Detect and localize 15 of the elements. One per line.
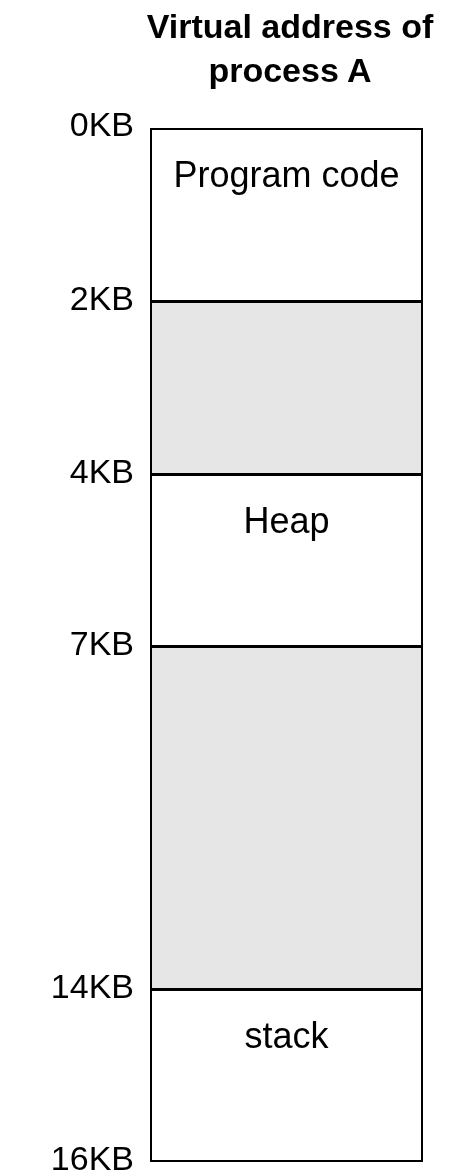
address-label: 7KB bbox=[69, 623, 134, 663]
address-label: 2KB bbox=[69, 278, 134, 318]
segment-label: Program code bbox=[173, 153, 400, 197]
address-label: 4KB bbox=[69, 451, 134, 491]
segment-label: stack bbox=[244, 1014, 329, 1058]
unused-region bbox=[150, 646, 423, 990]
address-label: 16KB bbox=[50, 1138, 134, 1175]
address-label: 0KB bbox=[69, 104, 134, 144]
address-label: 14KB bbox=[50, 966, 134, 1006]
memory-segment bbox=[150, 989, 423, 1162]
diagram-title: Virtual address of process A bbox=[145, 6, 435, 91]
memory-segment bbox=[150, 474, 423, 647]
memory-segment bbox=[150, 128, 423, 302]
segment-label: Heap bbox=[243, 499, 330, 543]
unused-region bbox=[150, 301, 423, 475]
